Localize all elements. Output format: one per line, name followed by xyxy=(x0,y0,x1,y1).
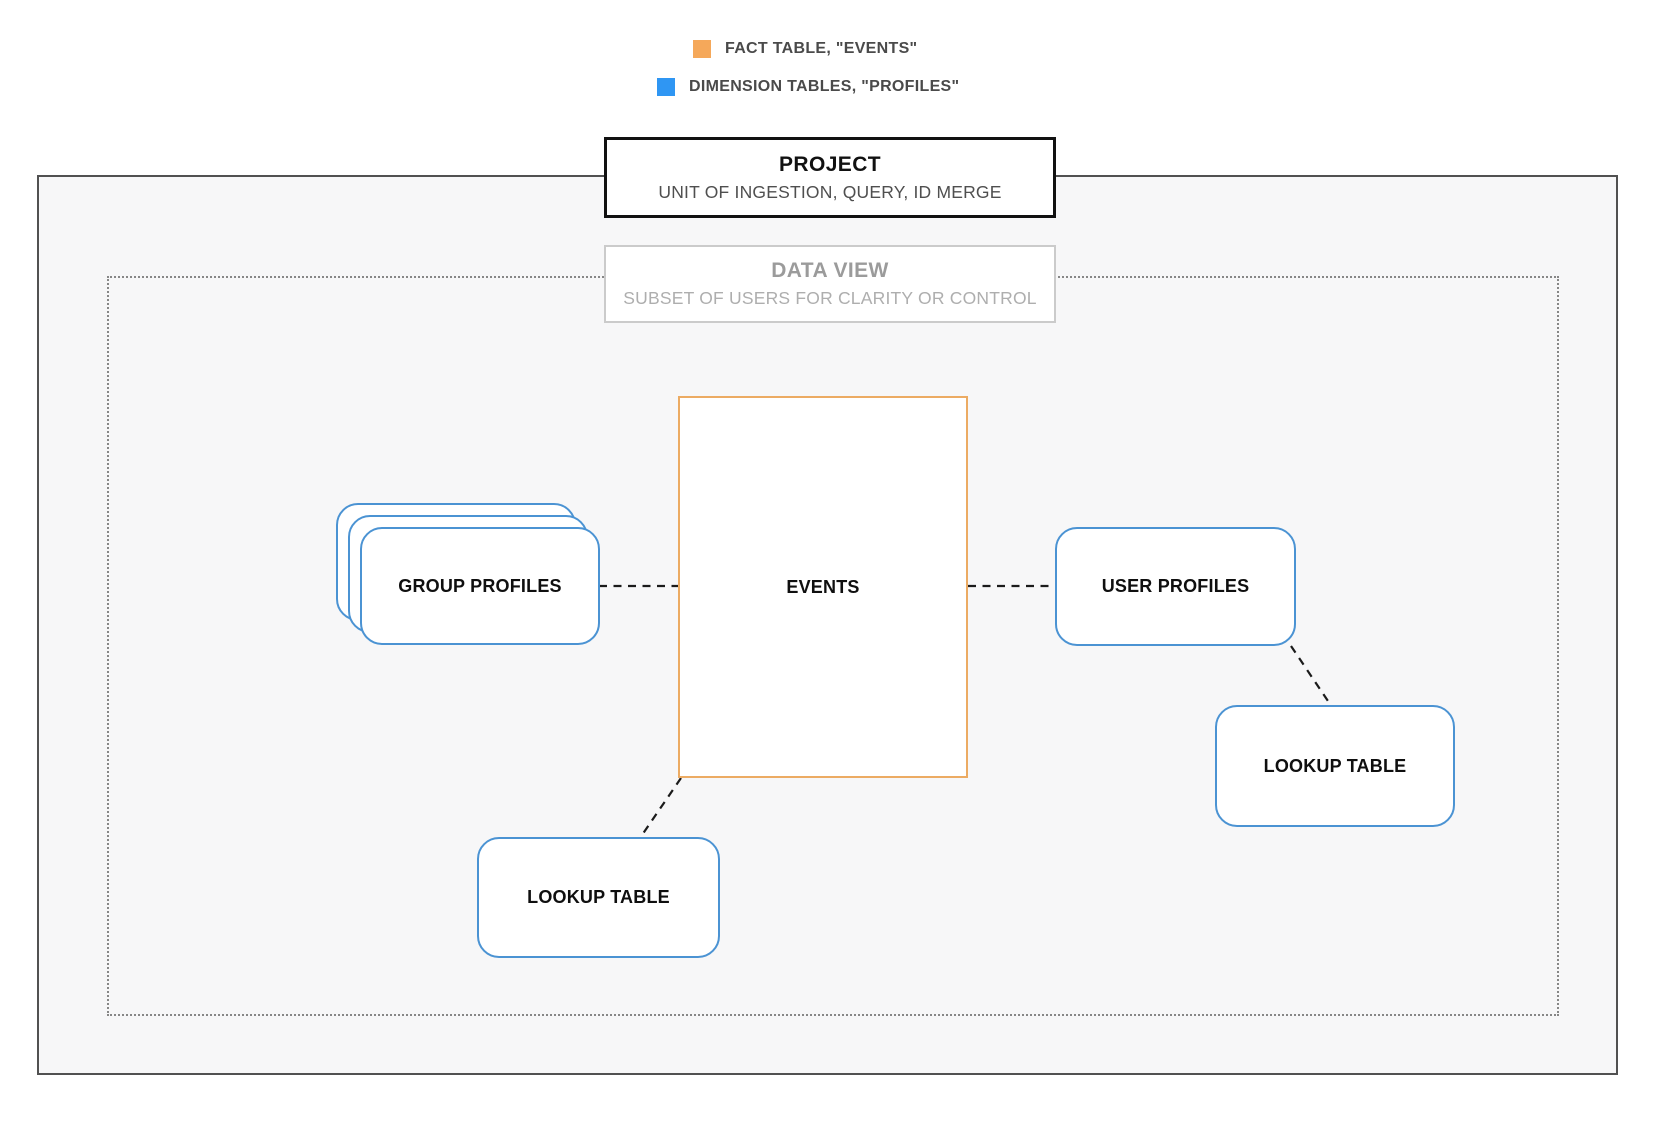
group-profiles-node-label: GROUP PROFILES xyxy=(398,575,562,596)
project-callout: PROJECT UNIT OF INGESTION, QUERY, ID MER… xyxy=(604,137,1056,218)
legend-item-dimension-tables: DIMENSION TABLES, "PROFILES" xyxy=(657,74,959,100)
group-profiles-node: GROUP PROFILES xyxy=(360,527,600,645)
events-node-label: EVENTS xyxy=(786,576,860,597)
project-subtitle: UNIT OF INGESTION, QUERY, ID MERGE xyxy=(658,181,1002,202)
legend-item-fact-table: FACT TABLE, "EVENTS" xyxy=(693,36,917,62)
lookup-table-left-node-label: LOOKUP TABLE xyxy=(527,887,670,907)
data-view-subtitle: SUBSET OF USERS FOR CLARITY OR CONTROL xyxy=(623,288,1037,308)
lookup-table-right-node: LOOKUP TABLE xyxy=(1215,705,1455,827)
project-title: PROJECT xyxy=(779,152,881,176)
data-view-callout: DATA VIEW SUBSET OF USERS FOR CLARITY OR… xyxy=(604,245,1056,323)
lookup-table-right-node-label: LOOKUP TABLE xyxy=(1263,755,1407,776)
legend-item-label: FACT TABLE, "EVENTS" xyxy=(725,40,918,57)
legend-item-label: DIMENSION TABLES, "PROFILES" xyxy=(689,78,960,95)
events-node: EVENTS xyxy=(678,396,968,778)
dimension-table-swatch-icon xyxy=(657,78,675,96)
user-profiles-node-label: USER PROFILES xyxy=(1101,576,1250,596)
fact-table-swatch-icon xyxy=(693,40,711,58)
data-view-title: DATA VIEW xyxy=(771,259,889,282)
lookup-table-left-node: LOOKUP TABLE xyxy=(477,837,720,958)
user-profiles-node: USER PROFILES xyxy=(1055,527,1296,646)
